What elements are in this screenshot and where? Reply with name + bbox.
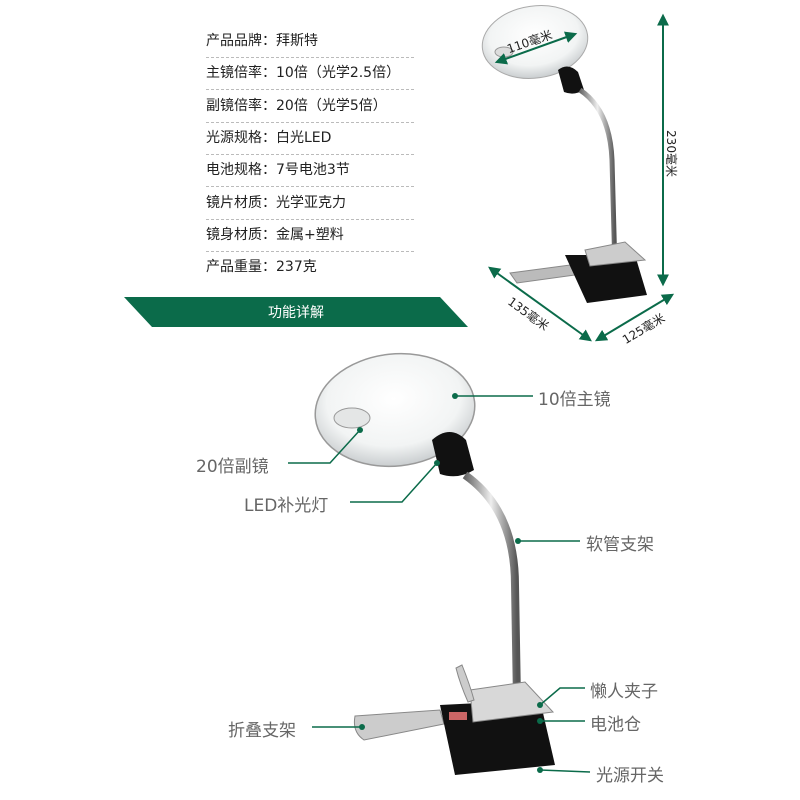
spec-row: 产品品牌：拜斯特	[206, 28, 414, 62]
section-banner-shape	[124, 297, 468, 327]
length-dimension-arrow	[488, 266, 592, 342]
product-large	[314, 352, 555, 775]
spec-value: 10倍（光学2.5倍）	[276, 65, 401, 82]
spec-value: 白光LED	[276, 129, 332, 146]
spec-value: 20倍（光学5倍）	[276, 97, 387, 114]
spec-row: 主镜倍率：10倍（光学2.5倍）	[206, 60, 414, 94]
spec-value: 金属+塑料	[276, 226, 344, 243]
divider	[206, 186, 414, 188]
spec-value: 7号电池3节	[276, 162, 350, 179]
spec-label: 镜片材质：	[206, 194, 276, 211]
label-stand: 折叠支架	[228, 721, 296, 741]
width-dimension-arrow	[594, 293, 675, 342]
spec-row: 电池规格：7号电池3节	[206, 157, 414, 191]
divider	[206, 57, 414, 58]
label-hose: 软管支架	[586, 535, 654, 555]
lens-dimension-arrow	[494, 31, 578, 65]
divider	[206, 89, 414, 91]
spec-row: 副镜倍率：20倍（光学5倍）	[206, 93, 414, 127]
spec-value: 拜斯特	[276, 33, 318, 49]
spec-label: 电池规格：	[206, 162, 276, 179]
section-banner: 功能详解	[124, 297, 468, 327]
label-led: LED补光灯	[244, 496, 329, 516]
label-sub-lens: 20倍副镜	[196, 457, 269, 477]
divider	[206, 218, 414, 220]
divider	[206, 250, 414, 252]
product-small	[481, 5, 647, 303]
spec-label: 产品品牌：	[206, 33, 276, 49]
label-main-lens: 10倍主镜	[538, 390, 611, 410]
divider	[206, 121, 414, 123]
spec-row: 光源规格：白光LED	[206, 125, 414, 159]
label-battery: 电池仓	[590, 715, 641, 735]
spec-row: 镜身材质：金属+塑料	[206, 222, 414, 256]
spec-row: 镜片材质：光学亚克力	[206, 190, 414, 224]
spec-value: 237克	[276, 259, 317, 276]
spec-value: 光学亚克力	[276, 194, 346, 211]
label-switch: 光源开关	[596, 766, 664, 786]
label-clip: 懒人夹子	[590, 682, 658, 702]
feature-leader-dots	[357, 393, 543, 773]
feature-leader-lines	[288, 395, 591, 773]
height-dimension-label: 230毫米	[663, 130, 678, 177]
spec-label: 光源规格：	[206, 129, 276, 146]
spec-label: 副镜倍率：	[206, 97, 276, 114]
spec-label: 镜身材质：	[206, 226, 276, 243]
spec-row: 产品重量：237克	[206, 254, 414, 288]
spec-label: 主镜倍率：	[206, 65, 276, 82]
spec-label: 产品重量：	[206, 259, 276, 276]
section-banner-title: 功能详解	[268, 305, 324, 321]
divider	[206, 153, 414, 155]
